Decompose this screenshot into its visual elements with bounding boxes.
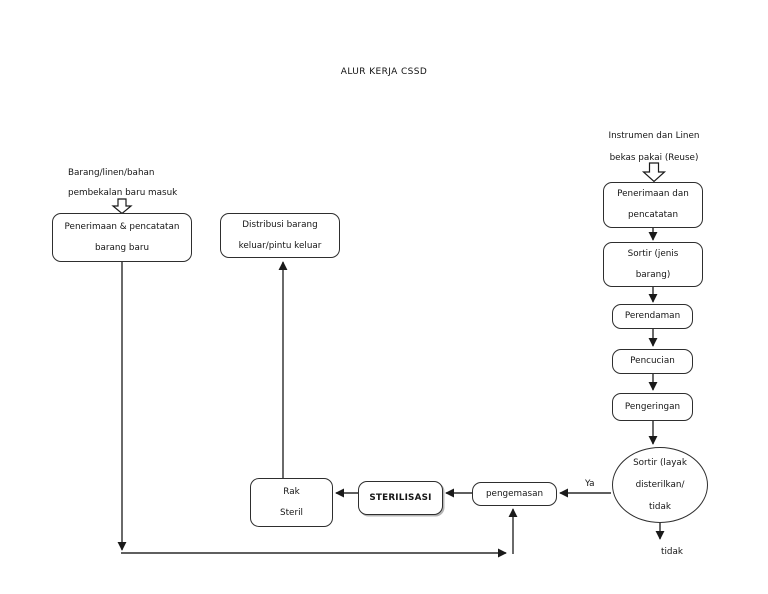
node-label: Pengeringan [624, 401, 681, 412]
node-penerimaan-pencatatan: Penerimaan dan pencatatan [603, 182, 703, 228]
source-label-line: bekas pakai (Reuse) [609, 153, 699, 163]
node-sterilisasi: STERILISASI [358, 481, 443, 515]
node-sortir-jenis-barang: Sortir (jenis barang) [603, 242, 703, 287]
node-penerimaan-pencatatan-barang-baru: Penerimaan & pencatatan barang baru [52, 213, 192, 262]
node-rak-steril: Rak Steril [250, 478, 333, 527]
node-label: pencatatan [627, 210, 679, 220]
flowchart-title: ALUR KERJA CSSD [340, 67, 428, 77]
label-tidak: tidak [661, 547, 683, 557]
node-label: STERILISASI [369, 492, 432, 503]
source-label-line: pembekalan baru masuk [68, 188, 178, 198]
node-label: Penerimaan & pencatatan [64, 221, 180, 232]
node-label: Sortir (jenis [627, 248, 679, 259]
node-label: Rak [283, 486, 300, 497]
node-label: Steril [280, 507, 303, 518]
decision-sortir-layak-disterilkan: Sortir (layak disterilkan/ tidak [612, 447, 708, 523]
node-label: Distribusi barang [242, 219, 318, 230]
decision-label: Sortir (layak [633, 458, 687, 468]
node-label: keluar/pintu keluar [238, 240, 322, 251]
decision-label: tidak [649, 502, 671, 512]
label-ya: Ya [585, 479, 595, 489]
source-label-new-goods: Barang/linen/bahan pembekalan baru masuk [68, 163, 177, 203]
node-label: Perendaman [624, 311, 681, 321]
node-label: barang) [635, 269, 671, 280]
node-label: barang baru [94, 242, 150, 253]
source-label-line: Instrumen dan Linen [608, 131, 700, 141]
node-pengemasan: pengemasan [472, 482, 557, 506]
node-distribusi-barang: Distribusi barang keluar/pintu keluar [220, 213, 340, 258]
node-pengeringan: Pengeringan [612, 393, 693, 421]
node-pencucian: Pencucian [612, 349, 693, 374]
source-label-reuse-instruments: Instrumen dan Linen bekas pakai (Reuse) [596, 125, 712, 169]
node-label: pengemasan [485, 488, 544, 499]
node-perendaman: Perendaman [612, 304, 693, 329]
node-label: Pencucian [630, 356, 675, 366]
decision-label: disterilkan/ [635, 480, 685, 490]
node-label: Penerimaan dan [617, 189, 689, 199]
source-label-line: Barang/linen/bahan [68, 168, 155, 178]
